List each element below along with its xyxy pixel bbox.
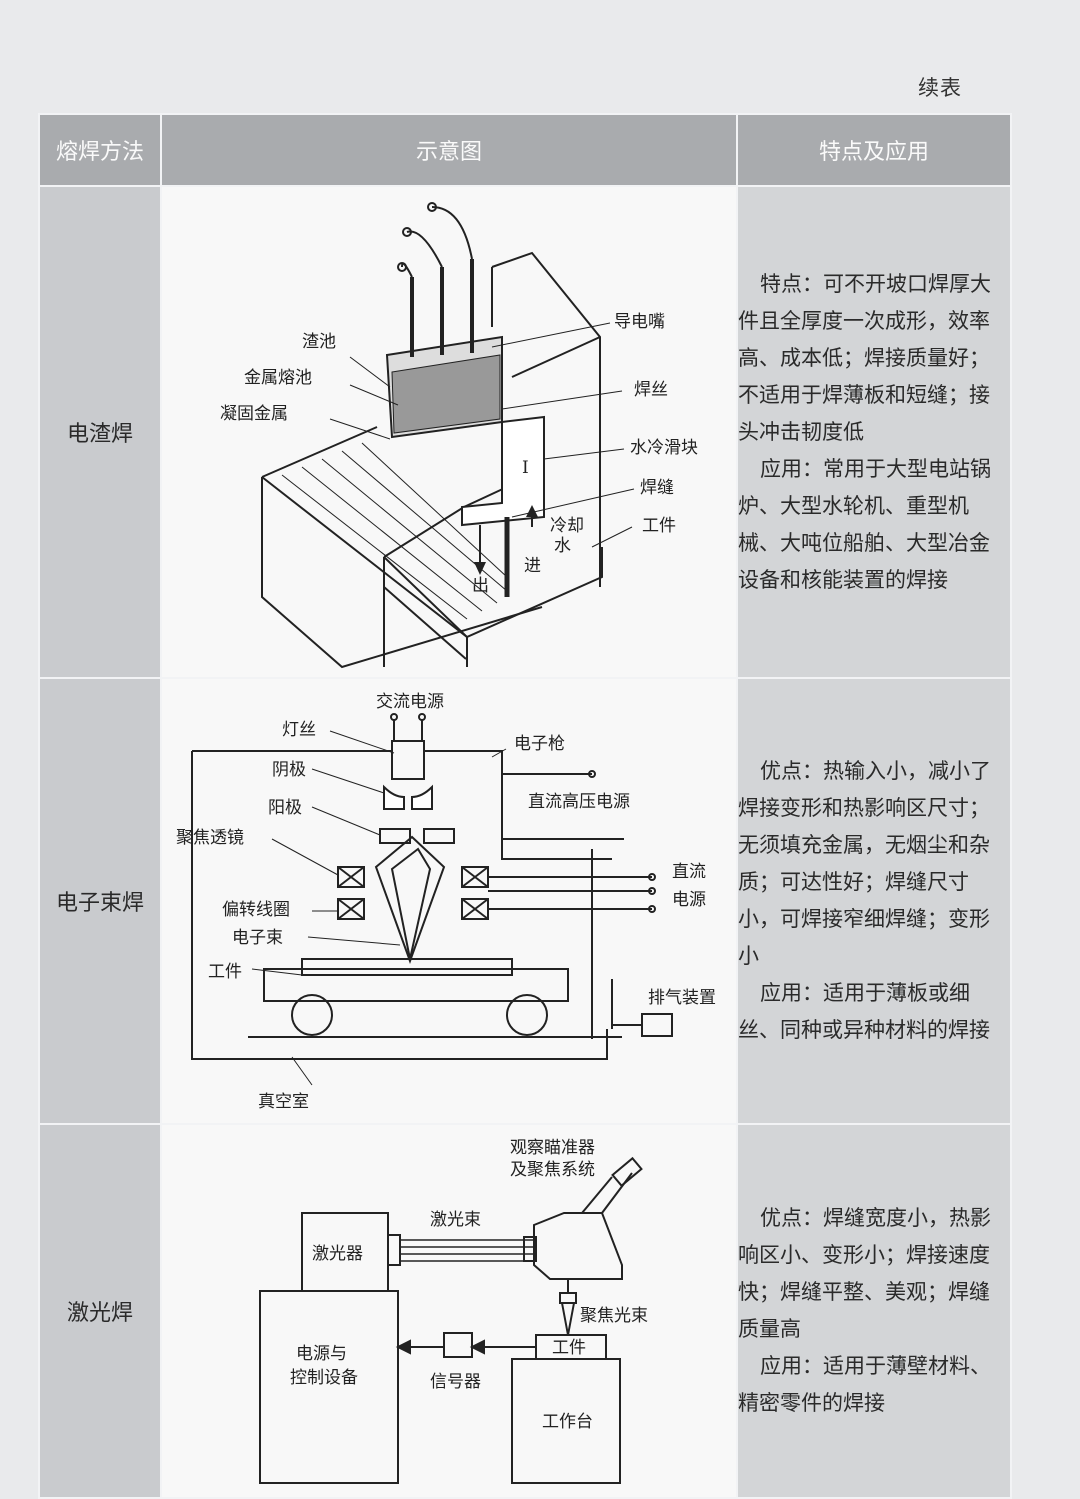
label-focus: 聚焦光束 bbox=[580, 1306, 648, 1326]
electron-beam-diagram: 交流电源 灯丝 电子枪 阴极 阳极 直流高压电源 聚焦透镜 直流 电源 偏转线圈… bbox=[160, 677, 738, 1125]
label-hv-dc: 直流高压电源 bbox=[528, 792, 630, 812]
label-filament: 灯丝 bbox=[282, 720, 316, 740]
label-nozzle: 导电嘴 bbox=[614, 312, 665, 332]
applications-text: 应用：适用于薄板或细丝、同种或异种材料的焊接 bbox=[738, 981, 990, 1042]
label-solid-metal: 凝固金属 bbox=[220, 404, 288, 424]
label-power1: 电源与 bbox=[296, 1344, 347, 1364]
label-cathode: 阴极 bbox=[272, 760, 306, 780]
electroslag-diagram: 渣池 金属熔池 凝固金属 导电嘴 焊丝 水冷滑块 焊缝 工件 冷却 水 进 出 … bbox=[160, 185, 738, 679]
label-wire: 焊丝 bbox=[634, 380, 668, 400]
label-cooling: 冷却 bbox=[550, 516, 584, 536]
electron-beam-svg: 交流电源 灯丝 电子枪 阴极 阳极 直流高压电源 聚焦透镜 直流 电源 偏转线圈… bbox=[176, 692, 716, 1112]
label-metal-pool: 金属熔池 bbox=[244, 368, 312, 388]
electroslag-svg: 渣池 金属熔池 凝固金属 导电嘴 焊丝 水冷滑块 焊缝 工件 冷却 水 进 出 … bbox=[220, 202, 698, 669]
features-text: 特点：可不开坡口焊厚大件且全厚度一次成形，效率高、成本低；焊接质量好；不适用于焊… bbox=[738, 271, 992, 444]
method-name: 电渣焊 bbox=[38, 185, 162, 679]
welding-methods-table: 熔焊方法 示意图 特点及应用 电渣焊 bbox=[38, 113, 1012, 1499]
label-beam: 电子束 bbox=[232, 928, 283, 948]
label-observe2: 及聚焦系统 bbox=[510, 1160, 595, 1180]
label-slag-pool: 渣池 bbox=[302, 332, 336, 352]
label-gun: 电子枪 bbox=[514, 734, 565, 754]
applications-text: 应用：常用于大型电站锅炉、大型水轮机、重型机械、大吨位船舶、大型冶金设备和核能装… bbox=[738, 456, 992, 592]
label-beam: 激光束 bbox=[430, 1210, 481, 1230]
label-lens: 聚焦透镜 bbox=[176, 828, 244, 848]
features-cell: 优点：热输入小，减小了焊接变形和热影响区尺寸；无须填充金属，无烟尘和杂质；可达性… bbox=[736, 677, 1012, 1125]
table-row: 激光焊 bbox=[38, 1123, 1012, 1499]
features-text: 优点：热输入小，减小了焊接变形和热影响区尺寸；无须填充金属，无烟尘和杂质；可达性… bbox=[738, 759, 992, 968]
features-cell: 特点：可不开坡口焊厚大件且全厚度一次成形，效率高、成本低；焊接质量好；不适用于焊… bbox=[736, 185, 1012, 679]
laser-diagram: 观察瞄准器 及聚焦系统 激光束 激光器 聚焦光束 电源与 控制设备 信号器 工件… bbox=[160, 1123, 738, 1499]
table-row: 电渣焊 bbox=[38, 185, 1012, 679]
label-mark: I bbox=[522, 458, 529, 478]
label-vacuum: 真空室 bbox=[258, 1092, 309, 1112]
label-shoe: 水冷滑块 bbox=[630, 438, 698, 458]
label-signal: 信号器 bbox=[430, 1372, 481, 1392]
features-cell: 优点：焊缝宽度小，热影响区小、变形小；焊接速度快；焊缝平整、美观；焊缝质量高 应… bbox=[736, 1123, 1012, 1499]
header-diagram: 示意图 bbox=[160, 113, 738, 187]
label-table: 工作台 bbox=[542, 1412, 593, 1432]
method-name: 激光焊 bbox=[38, 1123, 162, 1499]
applications-text: 应用：适用于薄壁材料、精密零件的焊接 bbox=[738, 1354, 992, 1415]
label-exhaust: 排气装置 bbox=[648, 988, 716, 1008]
label-work: 工件 bbox=[642, 516, 676, 536]
label-dc1: 直流 bbox=[672, 862, 706, 882]
label-coil: 偏转线圈 bbox=[222, 900, 290, 920]
method-name: 电子束焊 bbox=[38, 677, 162, 1125]
table-header-row: 熔焊方法 示意图 特点及应用 bbox=[38, 113, 1012, 187]
table-row: 电子束焊 bbox=[38, 677, 1012, 1125]
label-inlet: 进 bbox=[524, 556, 541, 576]
label-outlet: 出 bbox=[472, 576, 489, 596]
header-method: 熔焊方法 bbox=[38, 113, 162, 187]
label-water: 水 bbox=[554, 536, 571, 556]
continued-label: 续表 bbox=[918, 76, 962, 100]
label-anode: 阳极 bbox=[268, 798, 302, 818]
features-text: 优点：焊缝宽度小，热影响区小、变形小；焊接速度快；焊缝平整、美观；焊缝质量高 bbox=[738, 1206, 992, 1341]
label-power2: 控制设备 bbox=[290, 1368, 358, 1388]
label-work: 工件 bbox=[552, 1338, 586, 1358]
label-laser: 激光器 bbox=[312, 1244, 363, 1264]
label-dc2: 电源 bbox=[672, 890, 706, 910]
laser-svg: 观察瞄准器 及聚焦系统 激光束 激光器 聚焦光束 电源与 控制设备 信号器 工件… bbox=[259, 1138, 648, 1484]
label-work: 工件 bbox=[208, 962, 242, 982]
label-seam: 焊缝 bbox=[640, 478, 674, 498]
header-features: 特点及应用 bbox=[736, 113, 1012, 187]
label-observe1: 观察瞄准器 bbox=[510, 1138, 595, 1158]
label-ac-power: 交流电源 bbox=[376, 692, 444, 712]
